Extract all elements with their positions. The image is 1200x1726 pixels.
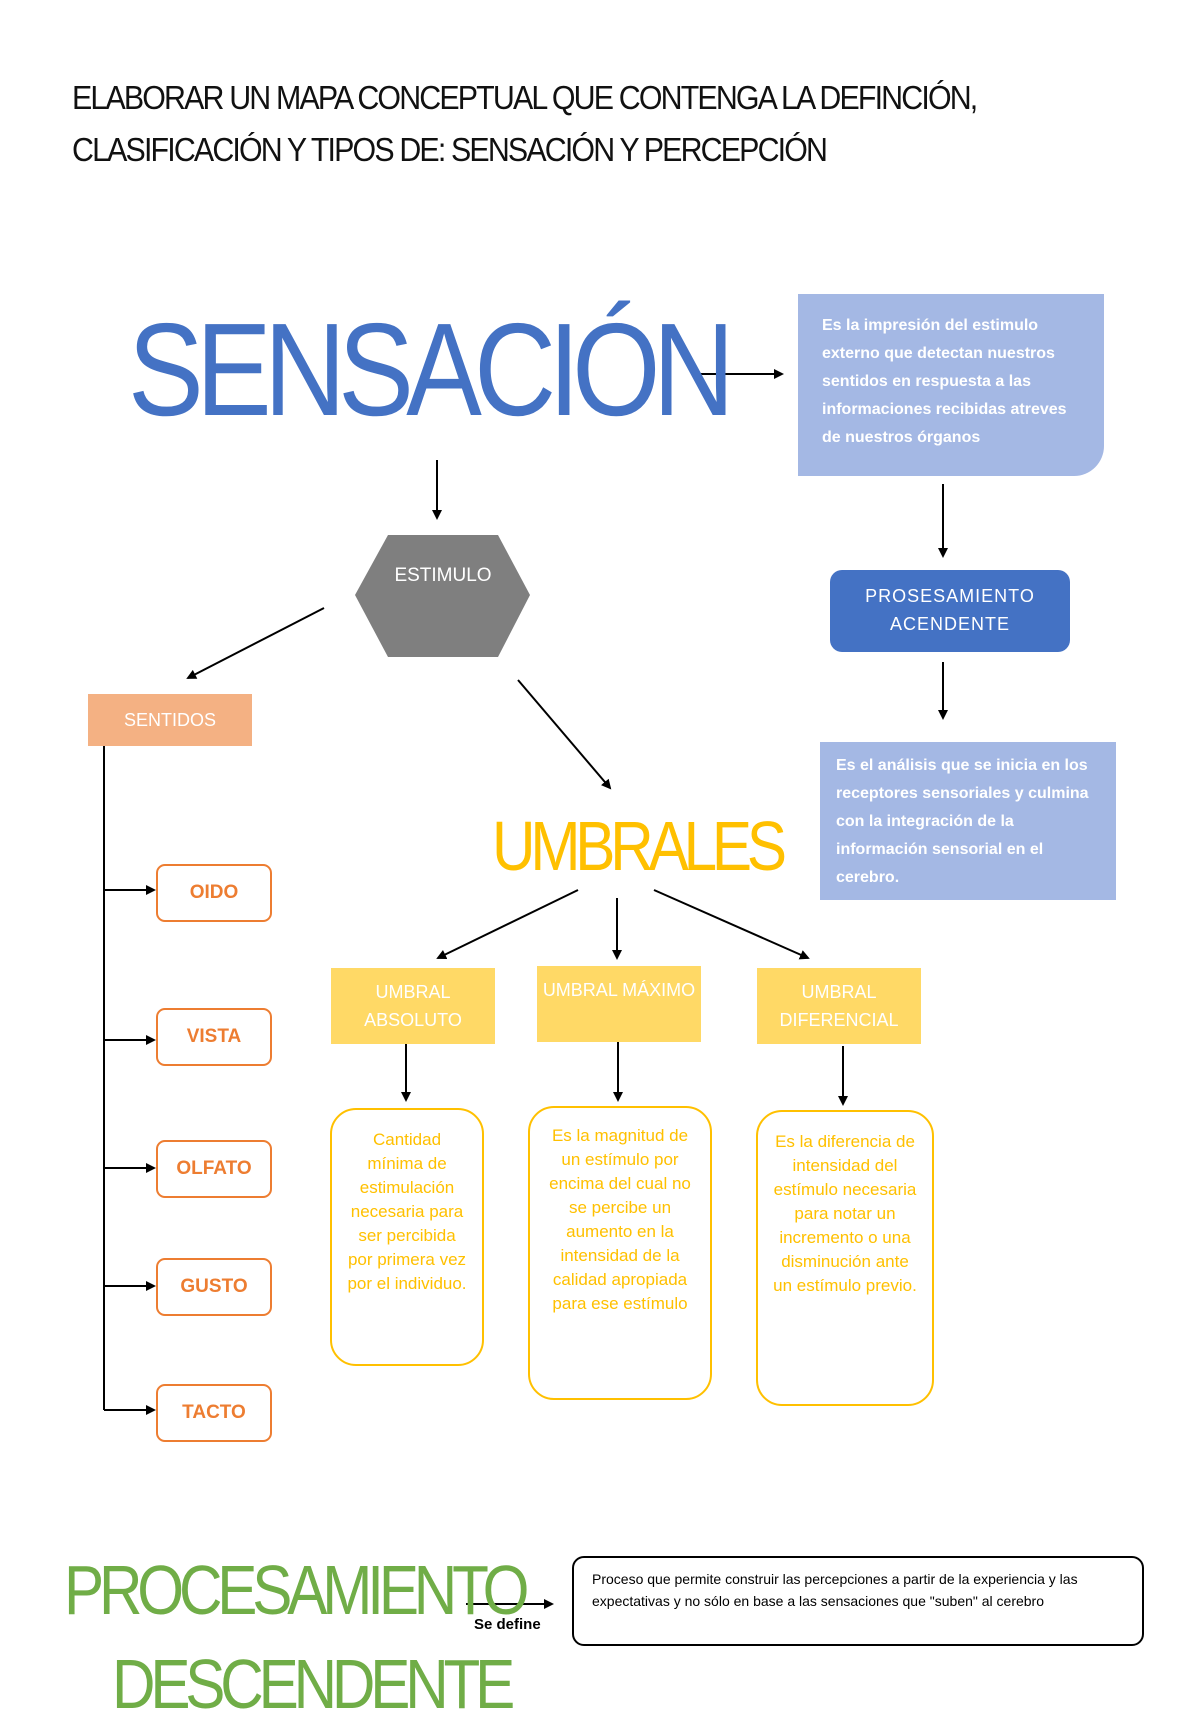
- umbral-absoluto-description: Cantidad mínima de estimulación necesari…: [330, 1108, 484, 1366]
- procesamiento-acendente-box: PROSESAMIENTO ACENDENTE: [830, 570, 1070, 652]
- sensacion-definition-box: Es la impresión del estimulo externo que…: [798, 294, 1104, 476]
- procesamiento-heading-line1: PROCESAMIENTO: [64, 1551, 529, 1629]
- umbral-diferencial-box: UMBRAL DIFERENCIAL: [757, 968, 921, 1044]
- arrow-umbrales-diferencial: [653, 889, 810, 960]
- sensacion-heading: SENSACIÓN: [128, 296, 735, 443]
- sentido-olfato: OLFATO: [156, 1140, 272, 1198]
- sentido-tacto: TACTO: [156, 1384, 272, 1442]
- sentidos-box: SENTIDOS: [88, 694, 252, 746]
- umbral-maximo-box: UMBRAL MÁXIMO: [537, 966, 701, 1042]
- umbral-diferencial-description: Es la diferencia de intensidad del estím…: [756, 1110, 934, 1406]
- procesamiento-heading-line2: DESCENDENTE: [112, 1645, 515, 1723]
- se-define-label: Se define: [474, 1616, 541, 1633]
- umbrales-heading: UMBRALES: [492, 807, 787, 885]
- estimulo-label: ESTIMULO: [394, 565, 492, 586]
- procesamiento-descendente-definition: Proceso que permite construir las percep…: [572, 1556, 1144, 1646]
- arrow-estimulo-sentidos: [186, 607, 325, 679]
- arrow-umbrales-absoluto: [436, 889, 579, 960]
- umbral-maximo-description: Es la magnitud de un estímulo por encima…: [528, 1106, 712, 1400]
- umbral-absoluto-box: UMBRAL ABSOLUTO: [331, 968, 495, 1044]
- sentido-gusto: GUSTO: [156, 1258, 272, 1316]
- page-title: ELABORAR UN MAPA CONCEPTUAL QUE CONTENGA…: [72, 79, 978, 168]
- sentido-oido: OIDO: [156, 864, 272, 922]
- estimulo-hexagon: [355, 535, 530, 657]
- procesamiento-definition-box: Es el análisis que se inicia en los rece…: [820, 742, 1116, 900]
- arrow-estimulo-umbrales: [517, 679, 612, 790]
- sentido-vista: VISTA: [156, 1008, 272, 1066]
